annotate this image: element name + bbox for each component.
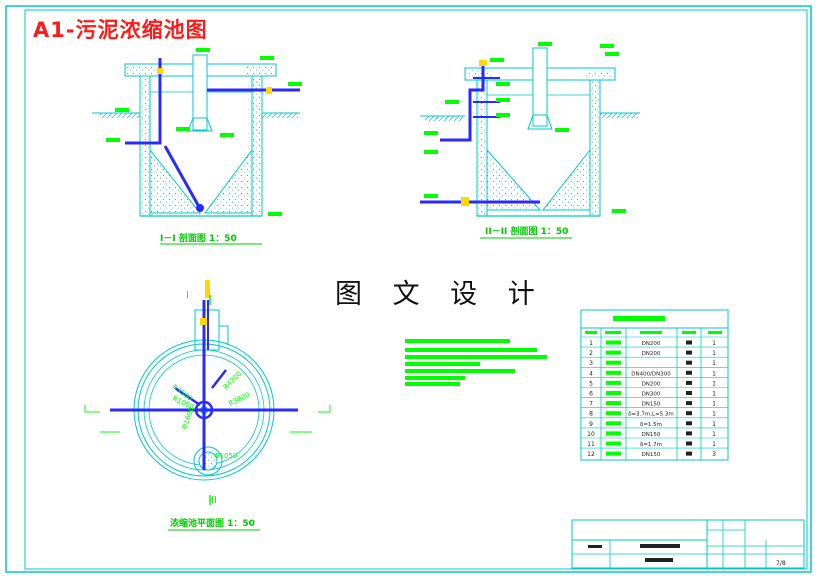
title-block: 7/8: [571, 519, 805, 569]
table-cell-name: [606, 411, 621, 416]
table-cell-name: [606, 441, 621, 446]
table-cell-no: 9: [589, 421, 593, 428]
table-cell-unit: [686, 370, 692, 375]
table-cell-qty: 1: [712, 441, 716, 448]
table-cell-qty: 1: [712, 421, 716, 428]
table-cell-no: 2: [589, 350, 593, 357]
cut-mark-top: I: [186, 290, 189, 301]
table-cell-spec: DN200: [642, 351, 661, 357]
page-number: 7/8: [776, 560, 786, 567]
section-2-view: II－II 剖面图 1：50: [420, 42, 640, 239]
table-cell-spec: δ=1.7m: [640, 442, 662, 448]
table-cell-no: 3: [589, 360, 593, 367]
table-cell-qty: 1: [712, 411, 716, 418]
table-cell-spec: δ=3.7m,L=5.3m: [628, 412, 674, 418]
section-1-view: I－I 剖面图 1：50: [92, 48, 302, 245]
design-notes: [405, 339, 547, 386]
table-cell-name: [606, 401, 621, 406]
table-cell-spec: DN200: [642, 341, 661, 347]
outer-frame: [5, 5, 812, 573]
table-cell-unit: [686, 411, 692, 416]
table-cell-qty: 1: [712, 360, 716, 367]
drawing-title: A1-污泥浓缩池图: [33, 18, 208, 42]
sump-label: Φ1050: [214, 452, 237, 460]
table-cell-spec: DN300: [642, 392, 661, 398]
plan-view: I II R4200 R3800 R3500 R1000 Φ1600 Φ1050…: [84, 280, 331, 531]
table-cell-unit: [686, 360, 692, 365]
section-2-caption: II－II 剖面图 1：50: [485, 225, 568, 237]
table-cell-no: 8: [589, 411, 593, 418]
table-cell-qty: 1: [712, 340, 716, 347]
table-cell-unit: [686, 350, 692, 355]
table-cell-spec: DN150: [642, 402, 661, 408]
table-cell-unit: [686, 340, 692, 345]
table-cell-unit: [686, 401, 692, 406]
table-cell-name: [606, 360, 621, 365]
table-cell-qty: 1: [712, 350, 716, 357]
table-cell-name: [606, 340, 621, 345]
table-cell-spec: δ=1.5m: [640, 422, 662, 428]
table-cell-unit: [686, 451, 692, 456]
table-cell-no: 10: [587, 431, 595, 438]
plan-caption: 浓缩池平面图 1：50: [170, 517, 255, 529]
table-cell-no: 11: [587, 441, 595, 448]
table-cell-unit: [686, 431, 692, 436]
cut-mark-bottom: II: [211, 495, 217, 506]
table-cell-qty: 1: [712, 370, 716, 377]
table-cell-name: [606, 421, 621, 426]
table-cell-name: [606, 380, 621, 385]
table-cell-name: [606, 350, 621, 355]
table-cell-unit: [686, 421, 692, 426]
table-cell-no: 6: [589, 391, 593, 398]
table-cell-qty: 1: [712, 401, 716, 408]
table-cell-no: 4: [589, 370, 593, 377]
table-cell-name: [606, 370, 621, 375]
table-cell-name: [606, 391, 621, 395]
table-cell-no: 5: [589, 380, 593, 387]
table-cell-qty: 1: [712, 431, 716, 438]
section-1-caption: I－I 剖面图 1：50: [160, 232, 237, 244]
table-cell-spec: DN400/DN300: [631, 371, 671, 377]
table-cell-name: [606, 431, 621, 436]
table-cell-unit: [686, 380, 692, 385]
table-cell-no: 7: [589, 401, 593, 408]
table-cell-unit: [686, 441, 692, 446]
table-cell-name: [606, 451, 621, 456]
inner-frame: [24, 9, 808, 570]
radius-label: R3800: [227, 391, 251, 408]
table-cell-spec: DN150: [642, 452, 661, 458]
table-cell-qty: 3: [712, 451, 716, 458]
table-cell-qty: 1: [712, 391, 716, 398]
table-cell-no: 12: [587, 451, 595, 458]
table-cell-no: 1: [589, 340, 593, 347]
watermark-title: 图 文 设 计: [335, 279, 546, 310]
table-cell-spec: DN200: [642, 381, 661, 387]
table-cell-unit: [686, 391, 692, 395]
table-cell-spec: DN150: [642, 432, 661, 438]
table-cell-qty: 1: [712, 380, 716, 387]
